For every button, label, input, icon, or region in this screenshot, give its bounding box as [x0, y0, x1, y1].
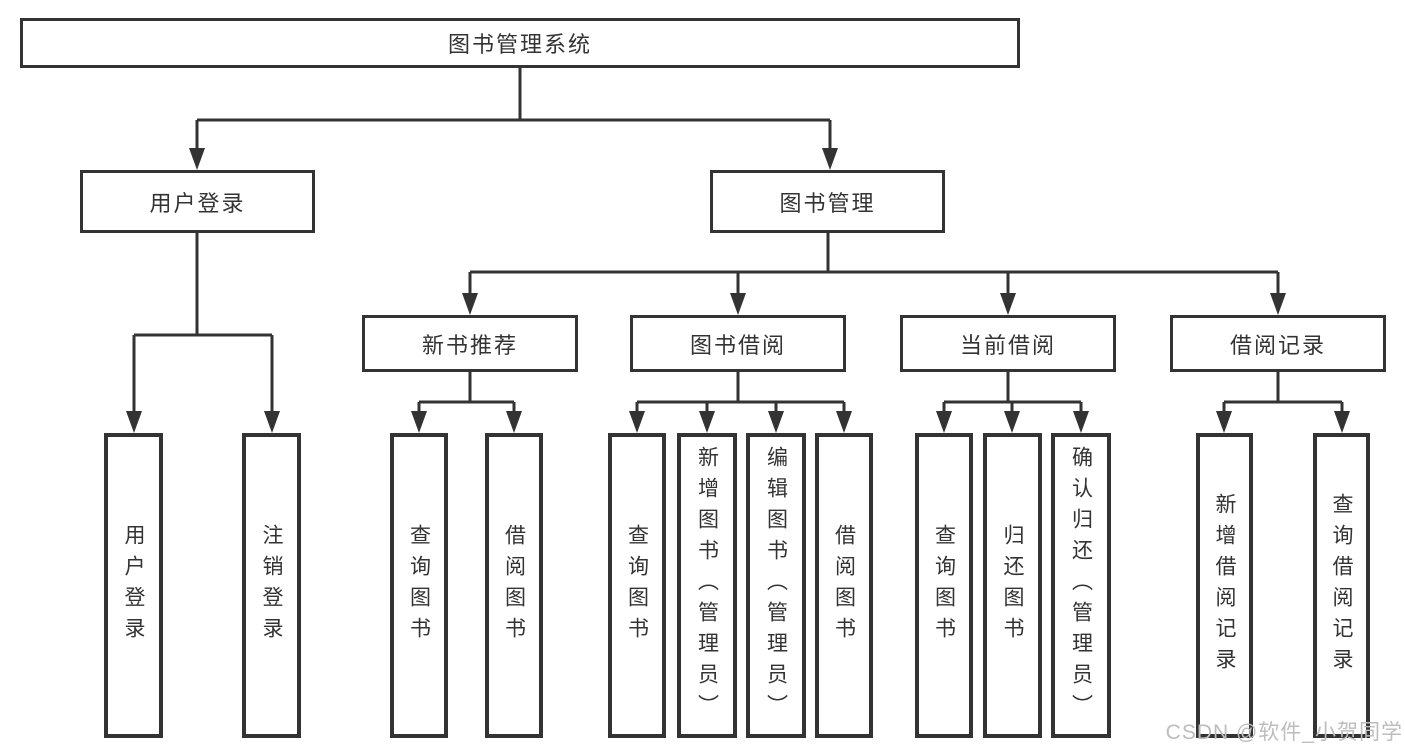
arrowhead: [699, 411, 715, 433]
leaf-query-borrow-record-label: 查询借阅记录: [1330, 492, 1354, 679]
arrowhead: [462, 293, 478, 315]
node-book-management: 图书管理: [710, 170, 945, 233]
arrowhead: [264, 411, 280, 433]
leaf-query-books-borrowing: 查询图书: [608, 433, 666, 738]
node-book-management-label: 图书管理: [779, 190, 876, 216]
arrowhead: [768, 411, 784, 433]
leaf-confirm-return-admin: 确认归还（管理员）: [1051, 433, 1111, 738]
connector-userlogin-to-leaves: [126, 233, 280, 433]
arrowhead: [629, 411, 645, 433]
node-new-book-recommend: 新书推荐: [362, 315, 578, 372]
arrowhead: [730, 293, 746, 315]
arrowhead: [1000, 293, 1016, 315]
leaf-confirm-return-admin-label: 确认归还（管理员）: [1069, 446, 1093, 725]
arrowhead: [411, 411, 427, 433]
leaf-query-books-recommend: 查询图书: [390, 433, 448, 738]
leaf-logout: 注销登录: [242, 433, 301, 738]
arrowhead: [936, 411, 952, 433]
node-borrowing-records: 借阅记录: [1170, 315, 1386, 372]
leaf-query-borrow-record: 查询借阅记录: [1313, 433, 1370, 738]
arrowhead: [1216, 411, 1232, 433]
arrowhead: [1004, 411, 1020, 433]
node-root: 图书管理系统: [20, 18, 1020, 68]
leaf-query-books-borrowing-label: 查询图书: [625, 523, 649, 648]
leaf-user-login-label: 用户登录: [122, 523, 146, 648]
arrowhead: [1270, 293, 1286, 315]
leaf-borrow-books-borrowing-label: 借阅图书: [832, 523, 856, 648]
arrowhead: [1073, 411, 1089, 433]
leaf-return-books-label: 归还图书: [1001, 523, 1025, 648]
arrowhead: [189, 148, 205, 170]
node-book-borrowing-label: 图书借阅: [689, 332, 786, 358]
connector-borrowrecord-to-leaves: [1216, 372, 1350, 433]
leaf-query-books-recommend-label: 查询图书: [407, 523, 431, 648]
arrowhead: [822, 148, 838, 170]
node-user-login-label: 用户登录: [149, 190, 246, 216]
leaf-add-books-admin-label: 新增图书（管理员）: [695, 446, 719, 725]
node-current-borrowing: 当前借阅: [900, 315, 1116, 372]
connector-root-to-level1: [189, 68, 838, 170]
leaf-return-books: 归还图书: [983, 433, 1042, 738]
connector-newbook-to-leaves: [411, 372, 522, 433]
leaf-logout-label: 注销登录: [260, 523, 284, 648]
node-book-borrowing: 图书借阅: [630, 315, 846, 372]
leaf-query-books-current: 查询图书: [915, 433, 973, 738]
leaf-user-login: 用户登录: [104, 433, 163, 738]
connector-bookmgmt-to-groups: [462, 233, 1286, 315]
node-root-label: 图书管理系统: [447, 32, 592, 57]
csdn-watermark: CSDN @软件_小贺同学: [1165, 721, 1403, 744]
connector-currentborrow-to-leaves: [936, 372, 1089, 433]
leaf-query-books-current-label: 查询图书: [932, 523, 956, 648]
leaf-edit-books-admin: 编辑图书（管理员）: [746, 433, 806, 738]
leaf-borrow-books-borrowing: 借阅图书: [815, 433, 873, 738]
leaf-add-borrow-record: 新增借阅记录: [1196, 433, 1253, 738]
node-user-login: 用户登录: [80, 170, 315, 233]
node-borrowing-records-label: 借阅记录: [1229, 332, 1326, 358]
arrowhead: [126, 411, 142, 433]
leaf-edit-books-admin-label: 编辑图书（管理员）: [764, 446, 788, 725]
arrowhead: [1334, 411, 1350, 433]
leaf-borrow-books-recommend-label: 借阅图书: [502, 523, 526, 648]
arrowhead: [506, 411, 522, 433]
node-current-borrowing-label: 当前借阅: [959, 332, 1056, 358]
leaf-add-books-admin: 新增图书（管理员）: [677, 433, 737, 738]
arrowhead: [836, 411, 852, 433]
leaf-add-borrow-record-label: 新增借阅记录: [1213, 492, 1237, 679]
leaf-borrow-books-recommend: 借阅图书: [485, 433, 543, 738]
node-new-book-recommend-label: 新书推荐: [421, 332, 518, 358]
connector-bookborrow-to-leaves: [629, 372, 852, 433]
